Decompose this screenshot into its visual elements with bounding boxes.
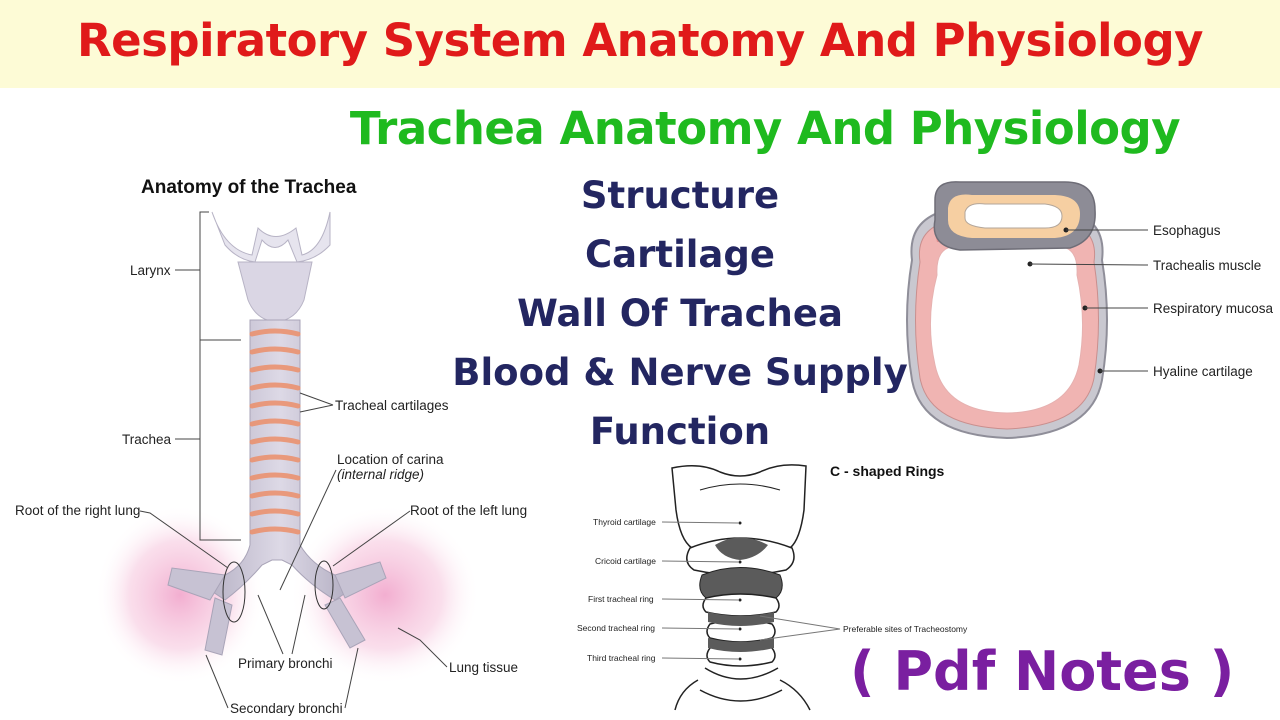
label-trachea: Trachea	[122, 432, 172, 447]
pdf-notes-badge: ( Pdf Notes )	[850, 640, 1235, 703]
title-banner	[0, 0, 1280, 88]
carina-outline	[674, 667, 811, 711]
right-root-marker	[222, 561, 246, 623]
label-secondary-bronchi: Secondary bronchi	[230, 701, 343, 716]
cricothyroid-membrane	[715, 537, 768, 560]
label-thyroid-cartilage: Thyroid cartilage	[593, 517, 656, 527]
mucosa-layer	[915, 219, 1099, 430]
label-cricoid-cartilage: Cricoid cartilage	[595, 556, 656, 566]
label-carina: Location of carina	[337, 452, 444, 467]
tracheal-lumen	[930, 246, 1084, 414]
label-esophagus: Esophagus	[1153, 223, 1221, 238]
label-tracheal-cartilages: Tracheal cartilages	[335, 398, 449, 413]
label-respiratory-mucosa: Respiratory mucosa	[1153, 301, 1274, 316]
thyroid-cartilage	[671, 464, 807, 549]
bronchi-branches	[167, 561, 387, 656]
label-root-right-lung: Root of the right lung	[15, 503, 140, 518]
larynx-body	[237, 261, 313, 323]
trachea-diagram-heading: Anatomy of the Trachea	[141, 177, 357, 198]
page-title: Respiratory System Anatomy And Physiolog…	[76, 14, 1204, 67]
topic-blood-nerve-supply: Blood & Nerve Supply	[452, 351, 908, 394]
esophagus-outer	[933, 181, 1096, 251]
label-lung-tissue: Lung tissue	[449, 660, 518, 675]
left-lung-tissue	[290, 505, 480, 685]
tracheal-cartilage-rings	[249, 328, 301, 535]
trachea-anatomy-diagram: Anatomy of the Trachea Larynx Trachea T	[15, 177, 527, 716]
label-primary-bronchi: Primary bronchi	[238, 656, 333, 671]
label-hyaline-cartilage: Hyaline cartilage	[1153, 364, 1253, 379]
rings-diagram-heading: C - shaped Rings	[830, 463, 945, 479]
page-subtitle: Trachea Anatomy And Physiology	[349, 102, 1181, 155]
trachea-tube	[209, 319, 351, 601]
trachealis-muscle-band	[936, 220, 1078, 242]
cartilage-outer-wall	[906, 209, 1108, 440]
tracheal-rings	[702, 593, 780, 667]
esophagus-lumen	[964, 203, 1063, 229]
label-tracheostomy-sites: Preferable sites of Tracheostomy	[843, 624, 968, 634]
larynx-shape	[211, 211, 331, 263]
cricoid-ring-dark	[699, 567, 783, 604]
topic-wall-of-trachea: Wall Of Trachea	[517, 292, 843, 335]
topic-structure: Structure	[580, 174, 780, 217]
esophagus-muscle	[948, 194, 1080, 238]
label-carina-note: (internal ridge)	[337, 467, 424, 482]
label-trachealis-muscle: Trachealis muscle	[1153, 258, 1261, 273]
tracheostomy-sites	[708, 612, 774, 652]
topic-cartilage: Cartilage	[585, 233, 775, 276]
label-root-left-lung: Root of the left lung	[410, 503, 527, 518]
topic-function: Function	[589, 410, 771, 453]
left-root-marker	[314, 560, 334, 610]
label-larynx: Larynx	[130, 263, 171, 278]
cricoid-cartilage	[686, 537, 795, 576]
